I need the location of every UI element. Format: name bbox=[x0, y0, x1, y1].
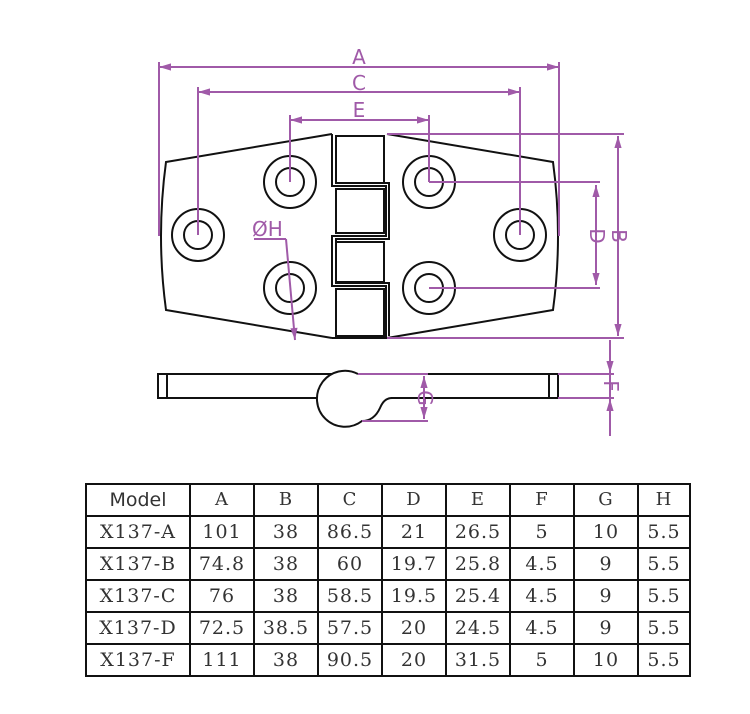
label-b: B bbox=[607, 229, 631, 243]
hinge-side-view bbox=[157, 369, 559, 428]
cell-f: 4.5 bbox=[509, 611, 575, 645]
header-g: G bbox=[573, 483, 639, 517]
label-a: A bbox=[352, 45, 366, 69]
cell-h: 5.5 bbox=[637, 547, 691, 581]
cell-d: 21 bbox=[381, 515, 447, 549]
cell-e: 25.8 bbox=[445, 547, 511, 581]
cell-c: 60 bbox=[317, 547, 383, 581]
table-row: X137-B 74.8 38 60 19.7 25.8 4.5 9 5.5 bbox=[85, 547, 691, 581]
left-leaf-outline bbox=[160, 133, 333, 339]
label-c: C bbox=[352, 71, 366, 95]
header-model: Model bbox=[85, 483, 191, 517]
cell-f: 5 bbox=[509, 643, 575, 677]
cell-e: 25.4 bbox=[445, 579, 511, 613]
cell-g: 9 bbox=[573, 579, 639, 613]
cell-g: 10 bbox=[573, 643, 639, 677]
cell-b: 38 bbox=[253, 515, 319, 549]
cell-b: 38 bbox=[253, 643, 319, 677]
label-d: D bbox=[585, 228, 609, 243]
header-h: H bbox=[637, 483, 691, 517]
cell-g: 9 bbox=[573, 547, 639, 581]
cell-a: 74.8 bbox=[189, 547, 255, 581]
cell-c: 86.5 bbox=[317, 515, 383, 549]
cell-c: 58.5 bbox=[317, 579, 383, 613]
header-d: D bbox=[381, 483, 447, 517]
cell-f: 5 bbox=[509, 515, 575, 549]
cell-d: 20 bbox=[381, 611, 447, 645]
cell-g: 9 bbox=[573, 611, 639, 645]
hinge-top-view bbox=[160, 133, 559, 339]
right-leaf-outline bbox=[386, 133, 559, 339]
cell-h: 5.5 bbox=[637, 611, 691, 645]
cell-f: 4.5 bbox=[509, 579, 575, 613]
label-h: ØH bbox=[252, 217, 283, 241]
dimension-labels: A C E ØH D B F G bbox=[252, 45, 631, 406]
cell-d: 20 bbox=[381, 643, 447, 677]
cell-c: 57.5 bbox=[317, 611, 383, 645]
cell-h: 5.5 bbox=[637, 643, 691, 677]
table-row: X137-A 101 38 86.5 21 26.5 5 10 5.5 bbox=[85, 515, 691, 549]
cell-d: 19.7 bbox=[381, 547, 447, 581]
cell-d: 19.5 bbox=[381, 579, 447, 613]
cell-b: 38 bbox=[253, 579, 319, 613]
specification-table: Model A B C D E F G H X137-A 101 38 86.5… bbox=[85, 483, 691, 677]
header-c: C bbox=[317, 483, 383, 517]
cell-a: 72.5 bbox=[189, 611, 255, 645]
cell-model: X137-B bbox=[85, 547, 191, 581]
cell-e: 24.5 bbox=[445, 611, 511, 645]
header-f: F bbox=[509, 483, 575, 517]
cell-e: 31.5 bbox=[445, 643, 511, 677]
cell-b: 38.5 bbox=[253, 611, 319, 645]
cell-e: 26.5 bbox=[445, 515, 511, 549]
cell-h: 5.5 bbox=[637, 579, 691, 613]
cell-model: X137-D bbox=[85, 611, 191, 645]
cell-g: 10 bbox=[573, 515, 639, 549]
cell-c: 90.5 bbox=[317, 643, 383, 677]
header-e: E bbox=[445, 483, 511, 517]
table-row: X137-C 76 38 58.5 19.5 25.4 4.5 9 5.5 bbox=[85, 579, 691, 613]
table-row: X137-F 111 38 90.5 20 31.5 5 10 5.5 bbox=[85, 643, 691, 677]
cell-h: 5.5 bbox=[637, 515, 691, 549]
cell-model: X137-F bbox=[85, 643, 191, 677]
cell-f: 4.5 bbox=[509, 547, 575, 581]
cell-a: 76 bbox=[189, 579, 255, 613]
cell-a: 101 bbox=[189, 515, 255, 549]
label-f: F bbox=[599, 380, 623, 392]
table-header-row: Model A B C D E F G H bbox=[85, 483, 691, 517]
label-g: G bbox=[413, 390, 437, 406]
table-row: X137-D 72.5 38.5 57.5 20 24.5 4.5 9 5.5 bbox=[85, 611, 691, 645]
cell-a: 111 bbox=[189, 643, 255, 677]
hole-left-bottom bbox=[263, 261, 317, 315]
knuckle-column bbox=[331, 134, 390, 339]
cell-model: X137-A bbox=[85, 515, 191, 549]
header-a: A bbox=[189, 483, 255, 517]
label-e: E bbox=[353, 98, 366, 122]
header-b: B bbox=[253, 483, 319, 517]
cell-model: X137-C bbox=[85, 579, 191, 613]
dimension-lines bbox=[158, 62, 624, 436]
cell-b: 38 bbox=[253, 547, 319, 581]
